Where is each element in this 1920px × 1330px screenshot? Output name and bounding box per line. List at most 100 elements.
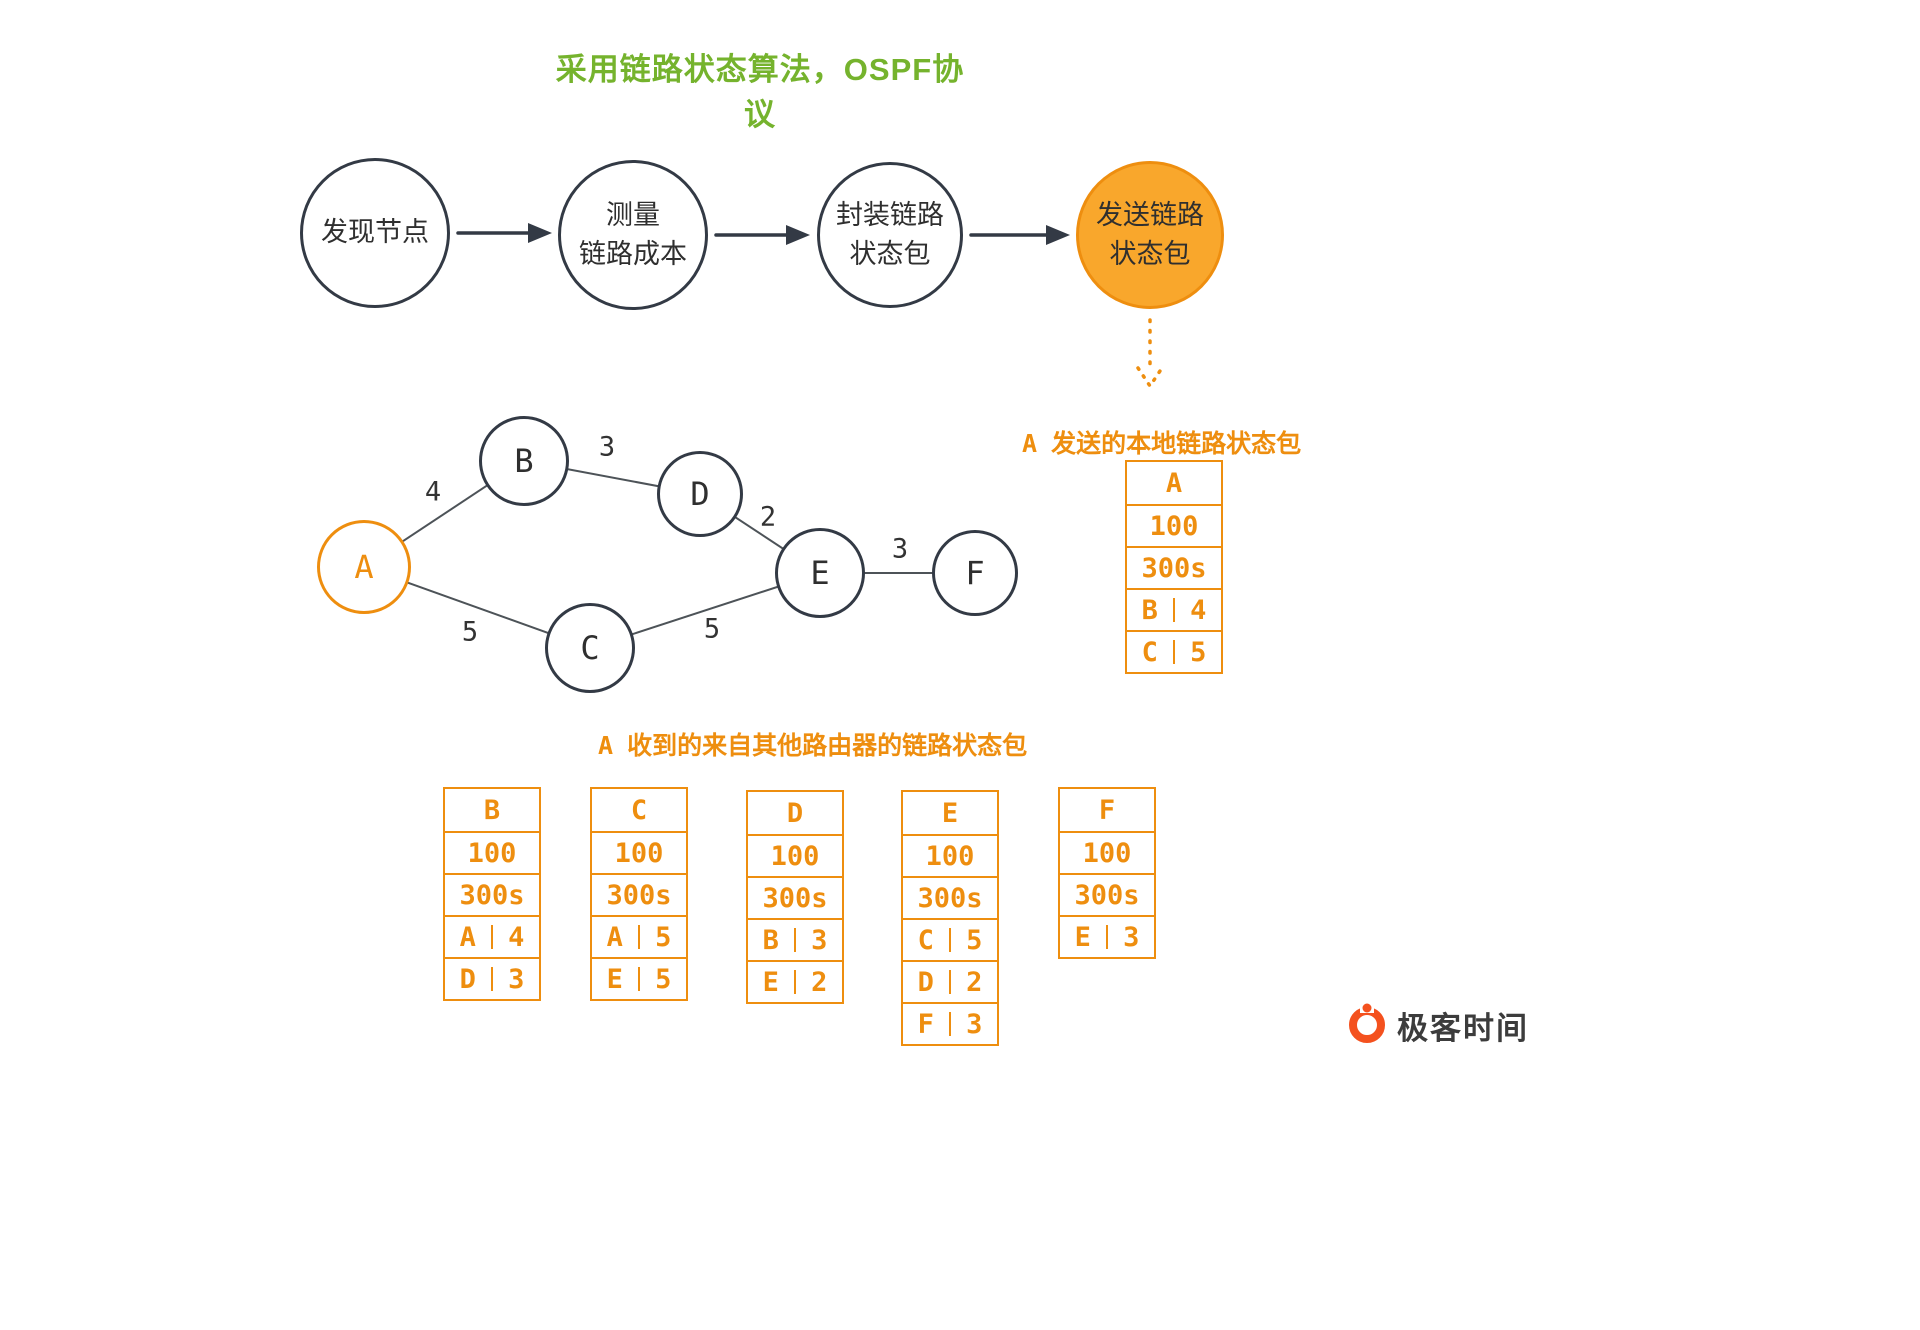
neighbor-id: B: [762, 924, 779, 956]
graph-node-A: A: [317, 520, 411, 614]
neighbor-id: C: [1141, 636, 1158, 668]
packet-field-row: 100: [1127, 504, 1221, 546]
neighbor-id: C: [917, 924, 934, 956]
packet-field-row: 300s: [1060, 873, 1154, 915]
neighbor-id: E: [606, 963, 623, 995]
packet-field-row: 300s: [748, 876, 842, 918]
edge-cost-A-C: 5: [461, 616, 479, 648]
link-cost: 3: [966, 1008, 983, 1040]
link-cost: 5: [1190, 636, 1207, 668]
link-cost: 2: [811, 966, 828, 998]
neighbor-id: E: [1074, 921, 1091, 953]
packet-field-row: 100: [1060, 831, 1154, 873]
neighbor-id: A: [606, 921, 623, 953]
packet-router-id: B: [483, 794, 501, 826]
local-packet-caption-text: 发送的本地链路状态包: [1051, 430, 1302, 458]
neighbor-id: D: [917, 966, 934, 998]
edge-cost-B-D: 3: [598, 431, 616, 463]
link-cost: 3: [811, 924, 828, 956]
packet-field-row: 100: [445, 831, 539, 873]
graph-node-E: E: [775, 528, 865, 618]
edge-cost-C-E: 5: [703, 613, 721, 645]
neighbor-id: B: [1141, 594, 1158, 626]
cell-divider: [793, 969, 797, 995]
flow-arrowhead-2: [786, 225, 810, 245]
packet-field-row: 100: [903, 834, 997, 876]
neighbor-id: D: [459, 963, 476, 995]
cell-divider: [948, 1011, 952, 1037]
cell-divider: [948, 969, 952, 995]
packet-router-id: C: [630, 794, 648, 826]
packet-field-row: 300s: [445, 873, 539, 915]
cell-divider: [637, 966, 641, 992]
flow-step-send-link-state: 发送链路 状态包: [1076, 161, 1224, 309]
received-packets-caption-node: A: [598, 731, 614, 760]
edge-cost-D-E: 2: [759, 501, 777, 533]
received-packets-caption: A 收到的来自其他路由器的链路状态包: [598, 726, 1027, 762]
link-cost: 4: [508, 921, 525, 953]
graph-node-D: D: [657, 451, 743, 537]
cell-divider: [637, 924, 641, 950]
geektime-logo-icon: [1346, 1000, 1388, 1051]
link-cost: 5: [966, 924, 983, 956]
diagram-title: 采用链路状态算法，OSPF协议: [555, 52, 965, 132]
cell-divider: [948, 927, 952, 953]
packet-router-id: E: [941, 797, 959, 829]
flow-arrowhead-1: [528, 223, 552, 243]
local-packet-caption-node: A: [1022, 429, 1038, 458]
cell-divider: [1105, 924, 1109, 950]
packet-field-row: 100: [748, 834, 842, 876]
packet-router-id: A: [1165, 467, 1183, 499]
received-packets-caption-text: 收到的来自其他路由器的链路状态包: [627, 732, 1028, 760]
flow-arrowhead-3: [1046, 225, 1070, 245]
edge-cost-A-B: 4: [424, 476, 442, 508]
neighbor-id: A: [459, 921, 476, 953]
flow-step-package-link-state: 封装链路 状态包: [817, 162, 963, 308]
graph-node-B: B: [479, 416, 569, 506]
link-cost: 2: [966, 966, 983, 998]
flow-step-discover-nodes: 发现节点: [300, 158, 450, 308]
graph-node-F: F: [932, 530, 1018, 616]
packet-router-id: F: [1098, 794, 1116, 826]
geektime-logo: 极客时间: [1346, 1000, 1529, 1051]
geektime-logo-text: 极客时间: [1397, 1011, 1529, 1046]
packet-field-row: 300s: [903, 876, 997, 918]
link-cost: 3: [1123, 921, 1140, 953]
neighbor-id: F: [917, 1008, 934, 1040]
neighbor-id: E: [762, 966, 779, 998]
cell-divider: [1172, 597, 1176, 623]
flow-step-measure-link-cost: 测量 链路成本: [558, 160, 708, 310]
packet-field-row: 300s: [1127, 546, 1221, 588]
link-cost: 4: [1190, 594, 1207, 626]
cell-divider: [490, 966, 494, 992]
packet-router-id: D: [786, 797, 804, 829]
link-cost: 5: [655, 963, 672, 995]
local-packet-caption: A 发送的本地链路状态包: [1022, 424, 1301, 460]
dotted-arrowhead: [1136, 366, 1164, 390]
link-cost: 3: [508, 963, 525, 995]
cell-divider: [1172, 639, 1176, 665]
graph-node-C: C: [545, 603, 635, 693]
link-cost: 5: [655, 921, 672, 953]
edge-cost-E-F: 3: [891, 533, 909, 565]
packet-field-row: 100: [592, 831, 686, 873]
